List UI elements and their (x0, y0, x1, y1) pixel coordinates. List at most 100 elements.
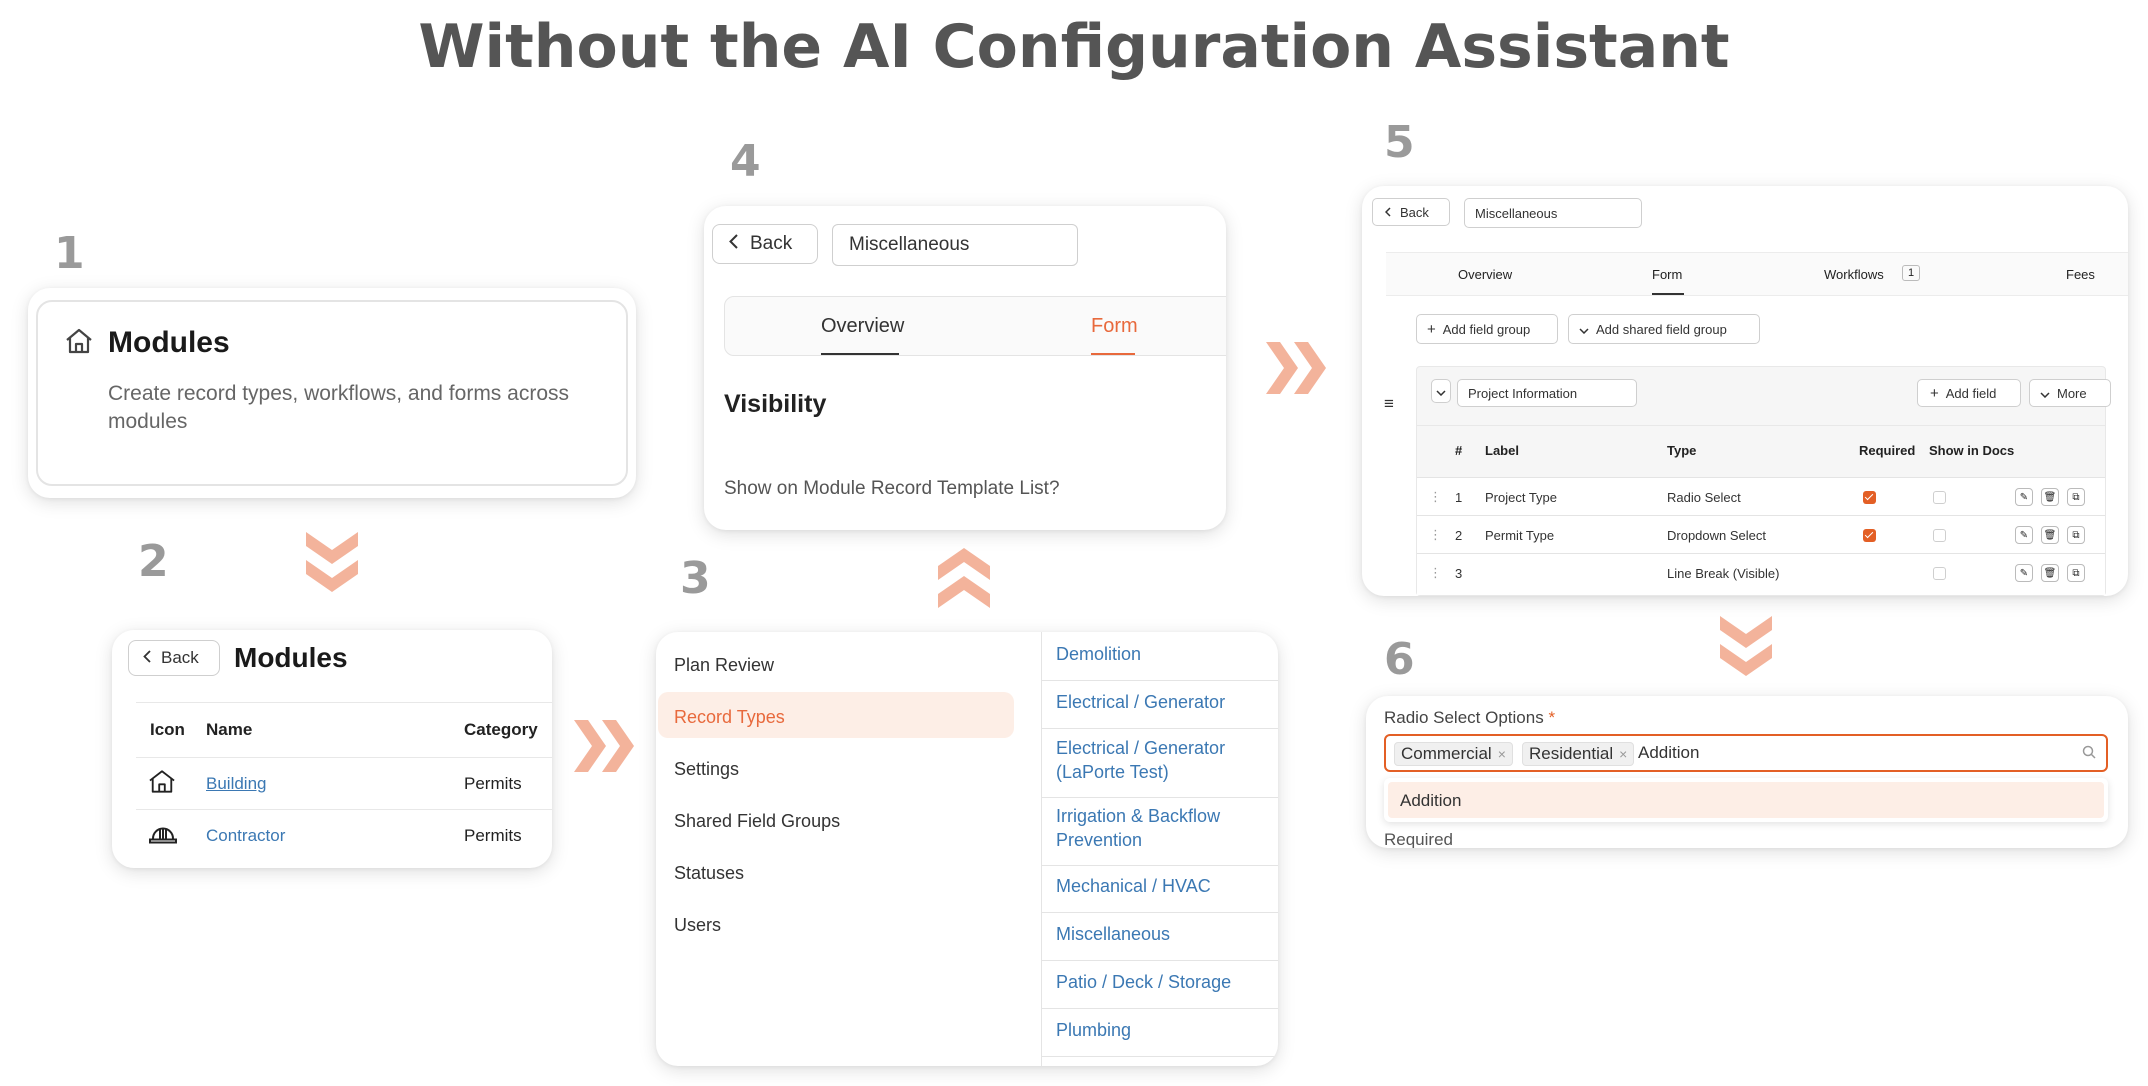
add-shared-field-group-button[interactable]: Add shared field group (1568, 314, 1760, 344)
option-chip[interactable]: Commercial × (1394, 742, 1513, 766)
plus-icon: + (1427, 320, 1436, 338)
menu-item-users[interactable]: Users (674, 915, 722, 935)
next-field-label: Required (1384, 830, 1453, 848)
record-type-link[interactable]: Plumbing (1056, 1020, 1132, 1040)
record-type-link[interactable]: Demolition (1056, 644, 1142, 664)
step-number-6: 6 (1384, 634, 1415, 685)
back-button[interactable]: Back (712, 224, 818, 264)
edit-icon[interactable]: ✎ (2015, 526, 2033, 544)
divider (1042, 960, 1278, 961)
back-button[interactable]: Back (1372, 198, 1450, 226)
copy-icon[interactable]: ⧉ (2067, 564, 2085, 582)
tab-underline-active (1091, 353, 1135, 355)
tab-underline (1652, 293, 1684, 295)
modules-card[interactable]: Modules Create record types, workflows, … (28, 288, 636, 498)
drag-handle-icon[interactable]: ⋮ (1429, 489, 1442, 504)
add-field-button[interactable]: + Add field (1917, 379, 2021, 407)
table-row[interactable]: Contractor Permits (136, 810, 552, 862)
menu-item-statuses[interactable]: Statuses (674, 863, 745, 883)
settings-panel: Plan Review Record Types Settings Shared… (656, 632, 1278, 1066)
record-type-link[interactable]: Miscellaneous (1056, 924, 1171, 944)
show-in-docs-checkbox[interactable] (1933, 529, 1946, 542)
table-row[interactable]: ⋮ 2 Permit Type Dropdown Select ✎ 🗑 ⧉ (1417, 515, 2105, 553)
tab-underline (821, 353, 899, 355)
required-checkbox[interactable] (1863, 491, 1876, 504)
more-label: More (2057, 385, 2087, 401)
field-group: Project Information + Add field More # L… (1416, 366, 2111, 596)
plus-icon: + (1930, 384, 1939, 402)
tab-overview[interactable]: Overview (1458, 267, 1513, 282)
chevron-left-icon (729, 233, 738, 255)
edit-icon[interactable]: ✎ (2015, 564, 2033, 582)
typed-text: Addition (1638, 743, 1700, 762)
menu-item-plan-review[interactable]: Plan Review (674, 655, 775, 675)
table-row[interactable]: ⋮ 1 Project Type Radio Select ✎ 🗑 ⧉ (1417, 477, 2105, 515)
tab-fees[interactable]: Fees (2066, 267, 2095, 282)
chevron-right-icon (1262, 340, 1330, 396)
menu-item-record-types[interactable]: Record Types (674, 707, 785, 727)
record-type-link[interactable]: Patio / Deck / Storage (1056, 972, 1232, 992)
copy-icon[interactable]: ⧉ (2067, 526, 2085, 544)
option-chip[interactable]: Residential × (1522, 742, 1635, 766)
form-editor-panel: Back Miscellaneous Overview Form Workflo… (1362, 186, 2128, 596)
chevron-left-icon (143, 648, 151, 668)
divider (1042, 1008, 1278, 1009)
trash-icon[interactable]: 🗑 (2041, 526, 2059, 544)
drag-handle-icon[interactable]: ⋮ (1429, 527, 1442, 542)
radio-options-label-text: Radio Select Options (1384, 708, 1544, 727)
field-number: 1 (1455, 490, 1463, 505)
modules-heading: Modules (234, 642, 348, 673)
drag-handle-icon[interactable]: ⋮ (1429, 565, 1442, 580)
show-in-docs-checkbox[interactable] (1933, 567, 1946, 580)
hard-hat-icon (148, 822, 178, 851)
module-name-link[interactable]: Contractor (206, 826, 286, 845)
add-field-label: Add field (1945, 385, 1997, 401)
copy-icon[interactable]: ⧉ (2067, 488, 2085, 506)
modules-card-border (36, 300, 628, 486)
close-icon[interactable]: × (1497, 746, 1506, 762)
record-type-link[interactable]: Mechanical / HVAC (1056, 876, 1211, 896)
tab-form[interactable]: Form (1091, 315, 1138, 337)
selected-menu-highlight (658, 692, 1014, 738)
required-checkbox[interactable] (1863, 529, 1876, 542)
table-row[interactable]: Building Permits (136, 758, 552, 810)
more-button[interactable]: More (2029, 379, 2111, 407)
record-type-link[interactable]: Irrigation & Backflow Prevention (1056, 806, 1221, 850)
trash-icon[interactable]: 🗑 (2041, 488, 2059, 506)
field-group-name-field[interactable]: Project Information (1457, 379, 1637, 407)
required-asterisk: * (1548, 708, 1556, 727)
field-number: 3 (1455, 566, 1463, 581)
field-number: 2 (1455, 528, 1463, 543)
column-divider (1041, 632, 1042, 1066)
back-button[interactable]: Back (128, 640, 220, 676)
show-in-docs-checkbox[interactable] (1933, 491, 1946, 504)
record-type-editor-panel: Back Miscellaneous Overview Form Visibil… (704, 206, 1226, 530)
record-type-link[interactable]: Electrical / Generator (1056, 692, 1226, 712)
column-header-show-in-docs: Show in Docs (1929, 443, 2015, 458)
radio-options-input[interactable]: Commercial × Residential × Addition (1384, 734, 2108, 772)
collapse-toggle[interactable] (1431, 379, 1451, 403)
tab-workflows[interactable]: Workflows (1824, 267, 1884, 282)
section-title: Visibility (724, 390, 827, 418)
record-type-name-field[interactable]: Miscellaneous (1464, 198, 1642, 228)
trash-icon[interactable]: 🗑 (2041, 564, 2059, 582)
record-type-link[interactable]: Electrical / Generator (LaPorte Test) (1056, 738, 1226, 782)
column-header-category: Category (464, 720, 538, 739)
modules-table: Icon Name Category Building Permits Cont… (136, 702, 552, 862)
table-header: Icon Name Category (136, 702, 552, 758)
menu-item-shared-field-groups[interactable]: Shared Field Groups (674, 811, 841, 831)
record-type-name-field[interactable]: Miscellaneous (832, 224, 1078, 266)
add-field-group-button[interactable]: + Add field group (1416, 314, 1558, 344)
edit-icon[interactable]: ✎ (2015, 488, 2033, 506)
menu-item-settings[interactable]: Settings (674, 759, 740, 779)
drag-handle-icon[interactable]: ≡ (1384, 394, 1394, 413)
table-row[interactable]: ⋮ 3 Line Break (Visible) ✎ 🗑 ⧉ (1417, 553, 2105, 591)
divider (1042, 912, 1278, 913)
page-title: Without the AI Configuration Assistant (418, 12, 1730, 82)
tab-overview[interactable]: Overview (821, 315, 905, 337)
tab-form[interactable]: Form (1652, 267, 1683, 282)
close-icon[interactable]: × (1619, 746, 1628, 762)
module-name-link[interactable]: Building (206, 773, 267, 793)
suggestion-item[interactable]: Addition (1388, 782, 2104, 818)
field-type: Line Break (Visible) (1667, 566, 1780, 581)
